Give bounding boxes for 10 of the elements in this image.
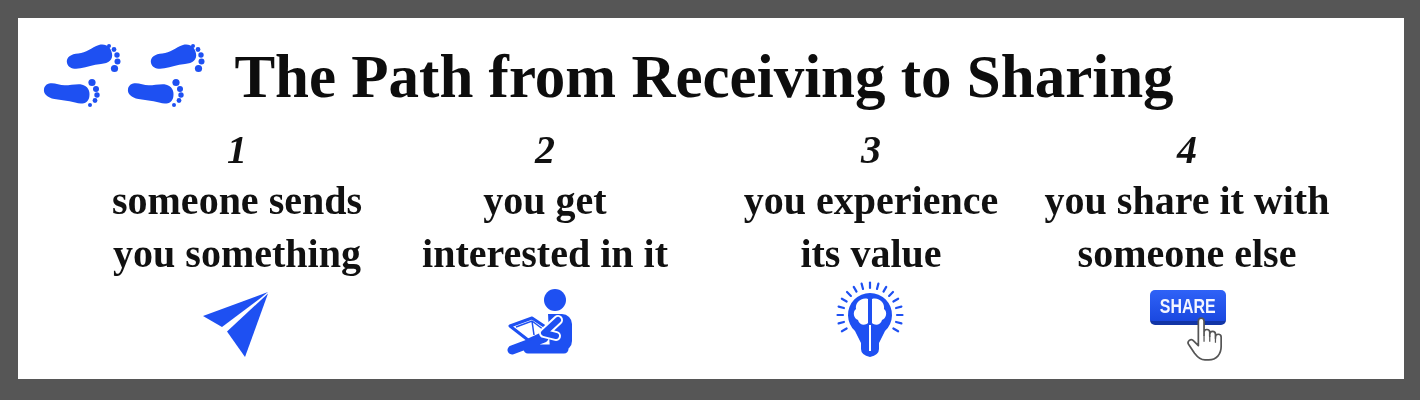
step-description: someone sends you something <box>112 178 362 276</box>
step-description: you get interested in it <box>422 178 668 276</box>
diagram-title: The Path from Receiving to Sharing <box>234 42 1174 112</box>
step-number: 1 <box>227 128 247 172</box>
step-description: you experience its value <box>743 178 999 276</box>
step-number: 3 <box>861 128 881 172</box>
step-number: 4 <box>1177 128 1197 172</box>
step-number: 2 <box>535 128 555 172</box>
share-button: SHARE <box>1150 290 1226 325</box>
step-description: you share it with someone else <box>1044 178 1330 276</box>
